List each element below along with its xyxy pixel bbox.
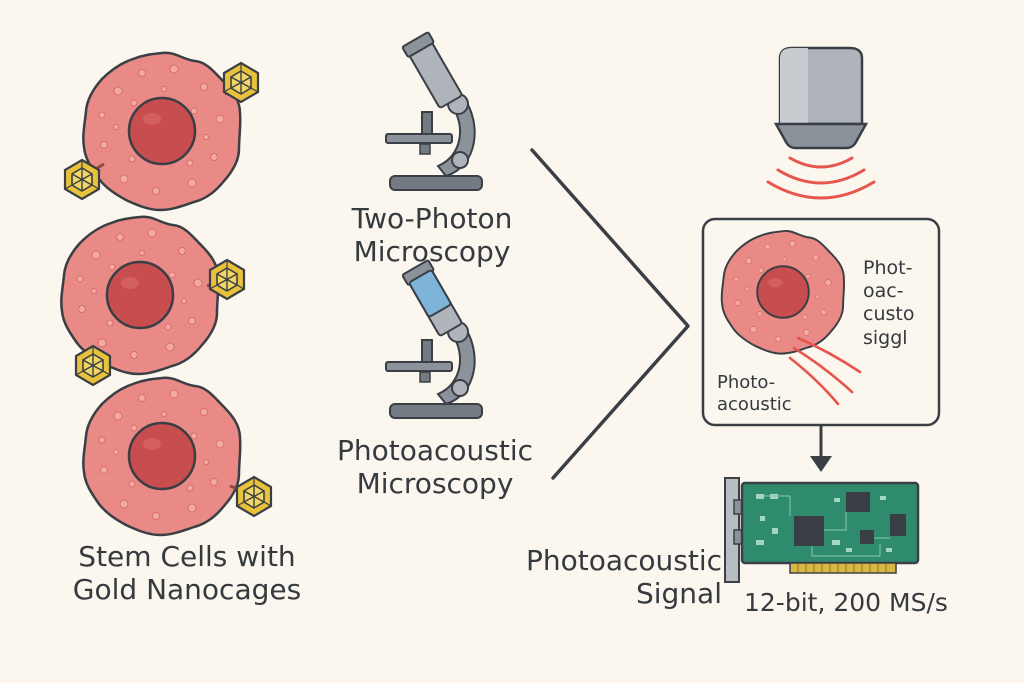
gold-nanocage-icon [235,475,273,518]
inset-photoacoustic-label: Photo- acoustic [717,372,792,415]
acoustic-wave-icon [766,156,876,200]
digitizer-card-icon [724,477,920,583]
stem-cells-label: Stem Cells with Gold Nanocages [72,540,302,607]
stem-cell-group [60,51,273,537]
gold-nanocage-icon [74,344,112,387]
gold-nanocage-icon [63,158,101,201]
ultrasound-transducer-icon [773,46,869,150]
photoacoustic-microscopy-label: Photoacoustic Microscopy [336,434,534,501]
gold-nanocage-icon [208,258,246,301]
photoacoustic-signal-label: Photoacoustic Signal [525,544,722,611]
down-arrow [810,426,832,472]
inset-wave-icon [788,336,862,406]
converging-arrow [530,148,690,480]
stem-cell-icon [82,376,242,537]
two-photon-label: Two-Photon Microscopy [351,202,513,269]
stem-cell-icon [82,51,242,212]
two-photon-microscope-icon [385,30,483,192]
inset-signal-text: Phot- oac- custo siggl [863,257,915,349]
inset-stem-cell-icon [720,229,846,355]
digitizer-spec-label: 12-bit, 200 MS/s [744,588,948,617]
photoacoustic-microscope-icon [385,258,483,419]
gold-nanocage-icon [222,61,260,104]
